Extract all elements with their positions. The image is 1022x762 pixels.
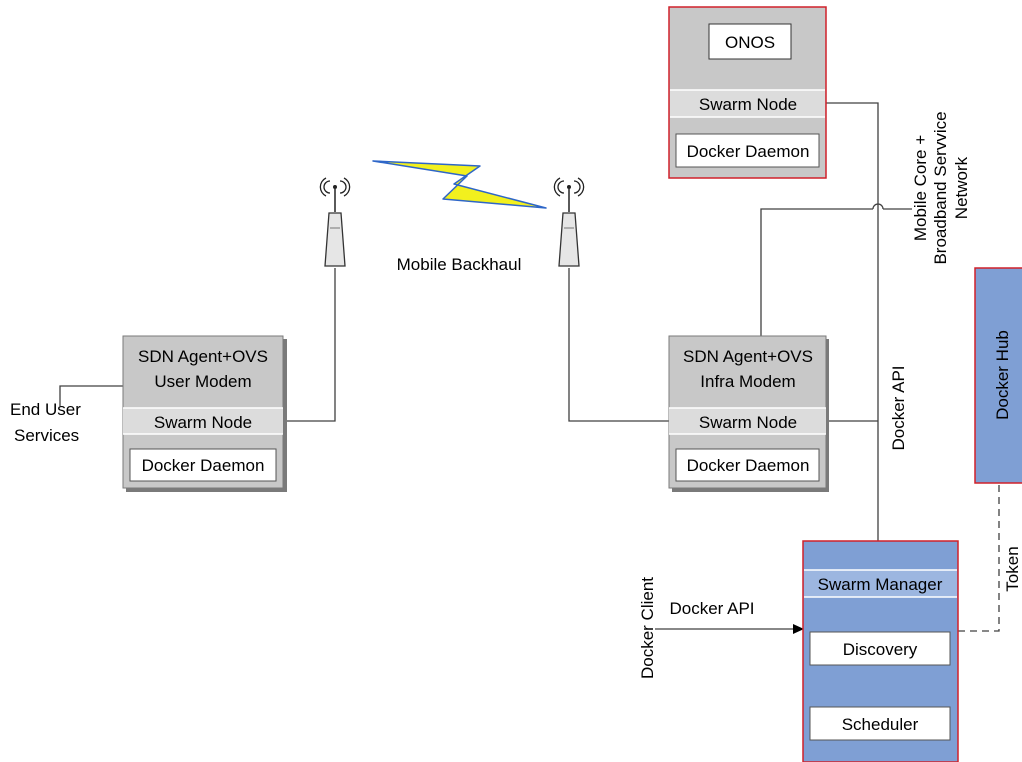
onos-api-link [826,102,879,541]
core-network-line2: Broadband Servvice [931,111,950,264]
antenna-icon [319,177,351,267]
onos-swarm-node: Swarm Node [699,95,797,114]
discovery-label: Discovery [843,640,918,659]
user-modem-title: SDN Agent+OVS [138,347,268,366]
core-network-label: Mobile Core + Broadband Servvice Network [911,111,971,264]
end-user-label-line2: Services [14,426,79,445]
user-modem-docker-daemon: Docker Daemon [142,456,265,475]
infra-core-link [760,208,873,336]
token-link [958,483,1000,632]
scheduler-label: Scheduler [842,715,919,734]
user-modem-antenna-link [283,268,336,422]
docker-api-vertical-label: Docker API [889,365,908,450]
docker-hub-node: Docker Hub [974,267,1022,484]
infra-modem-subtitle: Infra Modem [700,372,795,391]
connections [59,102,1000,632]
lightning-bolt-icon [372,160,547,209]
onos-node: ONOS Swarm Node Docker Daemon [668,6,827,179]
discovery-box [809,631,951,666]
scheduler-box [809,706,951,741]
onos-daemon-box [675,133,820,168]
user-modem-node: SDN Agent+OVS User Modem Swarm Node Dock… [122,335,287,492]
radio-waves-icon [553,177,585,197]
user-modem-swarm-node: Swarm Node [154,413,252,432]
infra-modem-node: SDN Agent+OVS Infra Modem Swarm Node Doc… [668,335,829,492]
docker-client-label: Docker Client [638,577,657,679]
mobile-backhaul-label: Mobile Backhaul [397,255,522,274]
docker-hub-label: Docker Hub [993,330,1012,420]
infra-modem-antenna-link [568,268,669,422]
user-modem-daemon-box [129,448,277,482]
infra-modem-daemon-box [675,448,820,482]
swarm-manager-node: Swarm Manager Discovery Scheduler [802,540,959,762]
end-user-link [59,385,123,406]
token-label: Token [1003,546,1022,591]
onos-title-box [708,23,792,60]
core-network-line3: Network [952,156,971,219]
radio-waves-icon [319,177,351,197]
onos-docker-daemon: Docker Daemon [687,142,810,161]
end-user-label-line1: End User [10,400,81,419]
user-modem-subtitle: User Modem [154,372,251,391]
infra-modem-docker-daemon: Docker Daemon [687,456,810,475]
arrow-right-icon [793,624,804,634]
docker-api-horizontal-label: Docker API [669,599,754,618]
core-network-line1: Mobile Core + [911,135,930,241]
swarm-manager-label: Swarm Manager [818,575,943,594]
onos-title: ONOS [725,33,775,52]
antenna-icon [553,177,585,267]
infra-modem-swarm-node: Swarm Node [699,413,797,432]
infra-modem-title: SDN Agent+OVS [683,347,813,366]
